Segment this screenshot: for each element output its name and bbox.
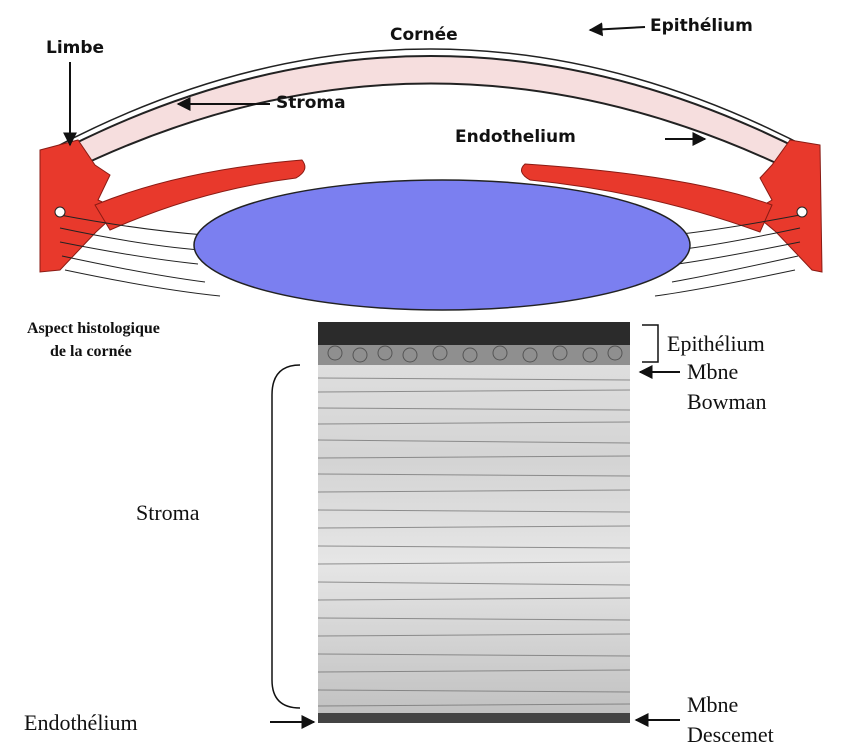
endothelium-layer — [318, 713, 630, 723]
label-epithelium-histo: Epithélium — [667, 331, 765, 356]
label-epithelium-top: Epithélium — [650, 16, 753, 36]
label-stroma-top: Stroma — [276, 93, 346, 113]
stroma-tissue — [318, 322, 630, 722]
histology-title-line1: Aspect histologique — [27, 320, 160, 337]
label-descemet-line1: Mbne — [687, 692, 738, 717]
label-stroma-histo: Stroma — [136, 500, 200, 525]
arrow-epithelium-top — [590, 27, 645, 30]
epithelium-bracket — [642, 325, 658, 362]
histology-micrograph — [318, 322, 630, 723]
label-descemet-line2: Descemet — [687, 722, 774, 747]
label-bowman-line1: Mbne — [687, 359, 738, 384]
cornea-band — [58, 56, 805, 172]
histology-title-line2: de la cornée — [50, 343, 132, 360]
label-cornee: Cornée — [390, 25, 458, 45]
stroma-bracket — [272, 365, 300, 708]
eye-diagram: Limbe Cornée Epithélium Stroma Endotheli… — [40, 16, 822, 310]
lens — [194, 180, 690, 310]
canal-right — [797, 207, 807, 217]
label-bowman-line2: Bowman — [687, 389, 766, 414]
label-endothelium-top: Endothelium — [455, 127, 576, 147]
histology-section: Aspect histologique de la cornée — [24, 320, 774, 747]
label-limbe: Limbe — [46, 38, 104, 58]
canal-left — [55, 207, 65, 217]
label-endothelium-histo: Endothélium — [24, 710, 138, 735]
